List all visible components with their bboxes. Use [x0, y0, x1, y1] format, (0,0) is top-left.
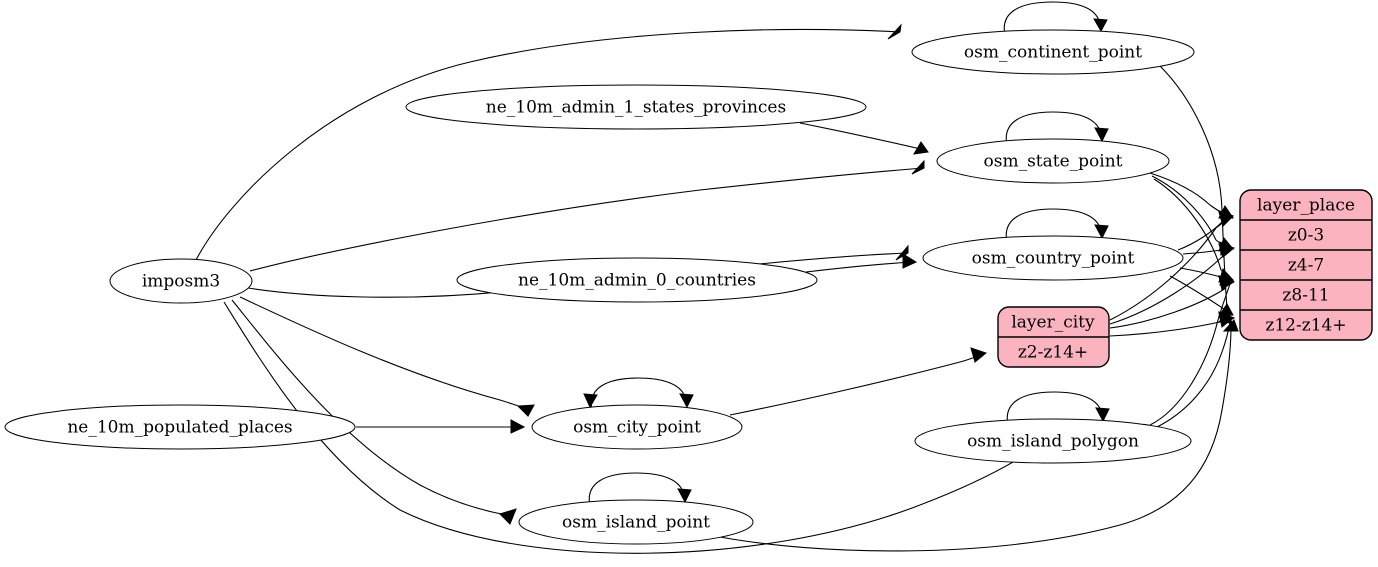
edge-layer-city-to-layer-place-z12: [1109, 311, 1236, 337]
edge-layer-city-to-layer-place-z8-11: [1109, 275, 1236, 329]
node-osm-state-point-label: osm_state_point: [984, 152, 1123, 172]
edge-imposm3-to-osm-city-point: [239, 296, 535, 417]
nodes-layer: imposm3 ne_10m_admin_1_states_provinces …: [4, 29, 1195, 545]
edge-imposm3-to-osm-continent-point: [195, 23, 902, 261]
edge-ne-countries-to-osm-country-point: [805, 253, 918, 273]
edge-osm-island-polygon-to-layer-place-z8-11: [1149, 275, 1235, 426]
edge-layer-city-to-layer-place-z0-3: [1109, 211, 1234, 321]
record-layer-place[interactable]: layer_place z0-3 z4-7 z8-11 z12-z14+: [1239, 189, 1373, 341]
record-layer-place-title: layer_place: [1257, 196, 1355, 216]
node-imposm3[interactable]: imposm3: [109, 258, 253, 304]
edge-ne-populated-to-osm-city-point: [356, 419, 526, 434]
edge-self-loop-osm-state-point: [1005, 111, 1109, 146]
node-osm-country-point-label: osm_country_point: [972, 249, 1135, 269]
records-layer: layer_place z0-3 z4-7 z8-11 z12-z14+ lay…: [997, 189, 1373, 368]
node-osm-country-point[interactable]: osm_country_point: [922, 235, 1184, 281]
edge-osm-island-polygon-to-layer-place-z12: [1154, 312, 1235, 429]
node-ne-countries-label: ne_10m_admin_0_countries: [518, 271, 756, 291]
node-ne-populated-label: ne_10m_populated_places: [67, 418, 292, 438]
record-layer-place-row-z12-z14[interactable]: z12-z14+: [1265, 316, 1346, 336]
node-osm-island-point[interactable]: osm_island_point: [518, 499, 754, 545]
edge-osm-island-point-to-layer-place-z12: [719, 319, 1239, 552]
edges-layer: [195, 1, 1239, 554]
edge-layer-city-to-layer-place-z4-7: [1109, 243, 1236, 325]
record-layer-city[interactable]: layer_city z2-z14+: [997, 306, 1110, 368]
record-layer-city-title: layer_city: [1011, 313, 1095, 333]
node-osm-state-point[interactable]: osm_state_point: [936, 138, 1170, 184]
record-layer-place-row-z4-7[interactable]: z4-7: [1288, 256, 1324, 276]
node-ne-10m-admin-0-countries[interactable]: ne_10m_admin_0_countries: [456, 257, 818, 303]
node-osm-continent-point-label: osm_continent_point: [964, 43, 1142, 63]
node-ne-10m-admin-1-states-provinces[interactable]: ne_10m_admin_1_states_provinces: [405, 84, 867, 130]
edge-self-loop-osm-country-point: [1005, 208, 1109, 243]
edge-self-loop-osm-continent-point: [1003, 1, 1108, 36]
record-layer-place-row-z0-3[interactable]: z0-3: [1288, 226, 1324, 246]
node-osm-city-point-label: osm_city_point: [573, 418, 701, 438]
node-osm-island-point-label: osm_island_point: [562, 513, 710, 533]
node-osm-island-polygon-label: osm_island_polygon: [967, 432, 1139, 452]
edge-imposm3-to-osm-island-point: [231, 299, 517, 525]
edge-osm-city-point-to-layer-city: [729, 347, 988, 416]
node-imposm3-label: imposm3: [142, 272, 220, 292]
node-osm-city-point[interactable]: osm_city_point: [531, 404, 743, 450]
node-osm-island-polygon[interactable]: osm_island_polygon: [914, 418, 1192, 464]
record-layer-city-row-z2-z14[interactable]: z2-z14+: [1018, 343, 1088, 363]
edge-self-loop-osm-island-point: [588, 472, 692, 507]
record-layer-place-row-z8-11[interactable]: z8-11: [1282, 286, 1329, 306]
edge-ne-states-to-osm-state-point: [799, 122, 929, 155]
node-ne-10m-populated-places[interactable]: ne_10m_populated_places: [4, 404, 356, 450]
node-ne-states-label: ne_10m_admin_1_states_provinces: [486, 98, 786, 118]
edge-self-loop-osm-island-polygon: [1006, 391, 1110, 426]
edge-self-loop-osm-city-point: [583, 377, 694, 412]
edge-imposm3-to-osm-state-point: [249, 159, 925, 272]
node-osm-continent-point[interactable]: osm_continent_point: [911, 29, 1195, 75]
